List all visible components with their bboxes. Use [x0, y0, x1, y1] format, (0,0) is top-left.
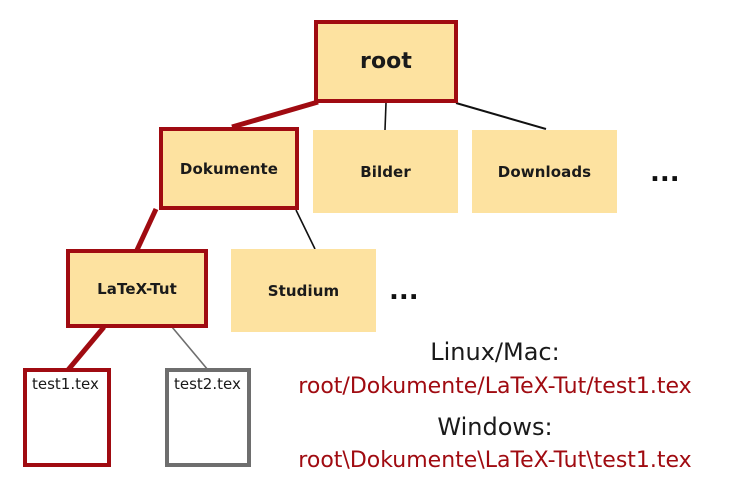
node-studium[interactable]: Studium: [231, 249, 376, 332]
node-dokumente[interactable]: Dokumente: [159, 127, 299, 210]
caption-windows-label: Windows:: [437, 413, 553, 441]
node-latex-tut[interactable]: LaTeX-Tut: [66, 249, 208, 328]
node-test1-tex-label: test1.tex: [32, 375, 99, 393]
node-test1-tex[interactable]: test1.tex: [23, 368, 111, 467]
edge-dokumente-latextut: [134, 207, 159, 252]
edge-dokumente-studium: [295, 209, 316, 250]
node-bilder[interactable]: Bilder: [313, 130, 458, 213]
node-downloads-label: Downloads: [497, 162, 592, 181]
node-studium-label: Studium: [267, 281, 340, 300]
ellipsis-row-3: ...: [389, 276, 419, 306]
edge-root-dokumente: [231, 99, 319, 130]
caption-linux-path: root/Dokumente/LaTeX-Tut/test1.tex: [298, 374, 692, 399]
edge-latextut-test2: [171, 326, 209, 371]
node-test2-tex-label: test2.tex: [174, 375, 241, 393]
node-root-label: root: [360, 49, 412, 74]
edge-root-downloads: [455, 102, 547, 130]
node-root[interactable]: root: [314, 20, 458, 103]
caption-linux-label: Linux/Mac:: [430, 338, 560, 366]
node-bilder-label: Bilder: [360, 162, 411, 181]
node-test2-tex[interactable]: test2.tex: [165, 368, 251, 467]
node-downloads[interactable]: Downloads: [472, 130, 617, 213]
ellipsis-row-2: ...: [650, 158, 680, 188]
caption-windows-path: root\Dokumente\LaTeX-Tut\test1.tex: [298, 448, 692, 473]
edge-root-bilder: [384, 102, 387, 131]
edge-latextut-test1: [66, 325, 106, 372]
node-latex-tut-label: LaTeX-Tut: [97, 279, 177, 298]
node-dokumente-label: Dokumente: [179, 159, 279, 178]
